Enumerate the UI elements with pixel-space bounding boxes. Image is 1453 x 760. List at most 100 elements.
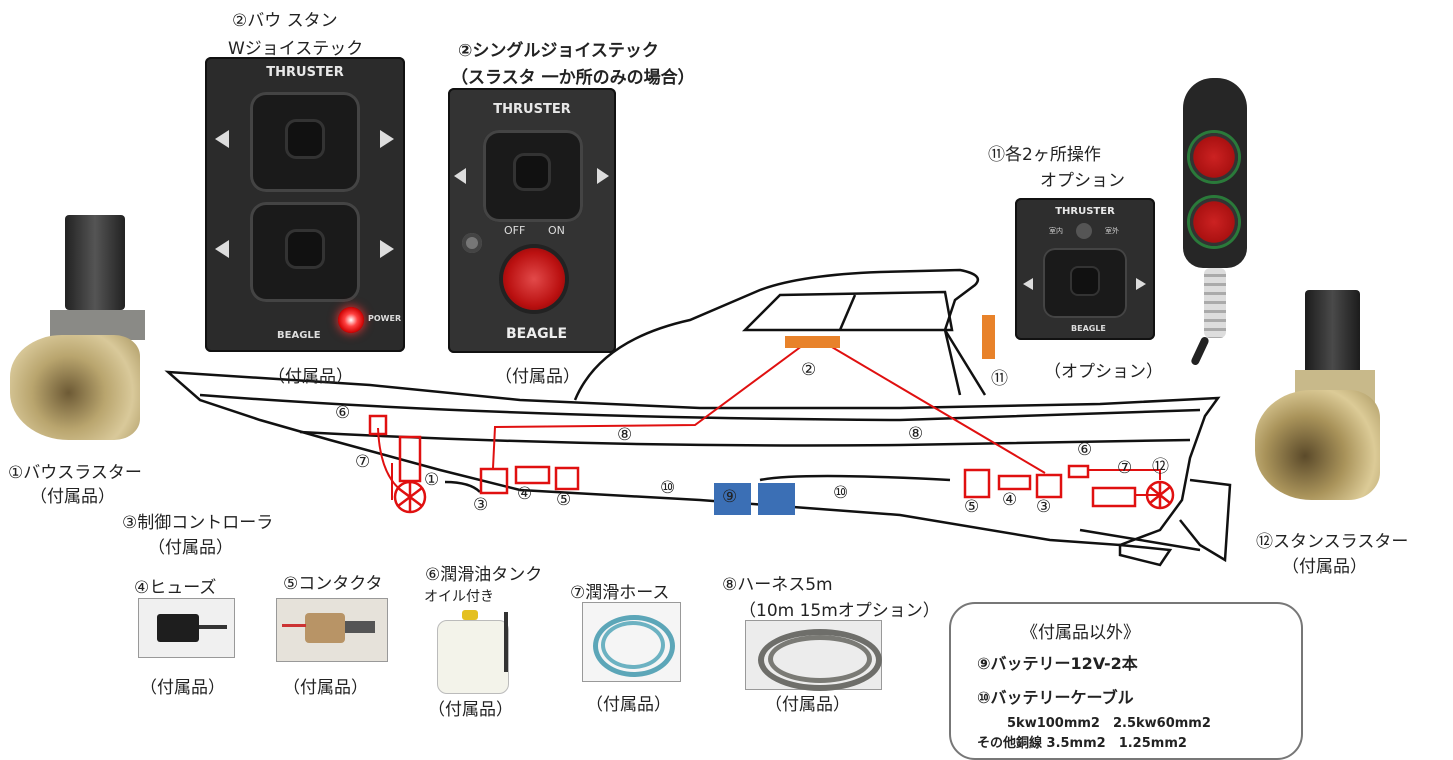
arrow-left-icon [454,168,466,184]
beagle-logo: BEAGLE [277,330,321,341]
non-included-legend: 《付属品以外》 ⑨バッテリー12V-2本 ⑩バッテリーケーブル 5kw100mm… [949,602,1303,760]
single-joystick-sub: （スラスタ 一か所のみの場合） [451,68,695,88]
controller-sub: （付属品） [148,538,233,558]
bow-propeller [393,480,427,514]
fuse-image [138,598,235,658]
legend-cable: ⑩バッテリーケーブル [977,688,1134,707]
outdoor-label: 室外 [1105,227,1119,235]
legend-cable-spec1: 5kw100mm2 2.5kw60mm2 [1007,716,1211,731]
lube-tank-sub: （付属品） [428,700,513,720]
marker-8-stern: ⑧ [908,424,924,444]
controller-label: ③制御コントローラ [122,513,274,533]
stern-thruster-image [1255,290,1390,515]
legend-battery: ⑨バッテリー12V-2本 [977,654,1138,673]
option-panel[interactable]: THRUSTER 室内 室外 BEAGLE [1015,198,1155,340]
marker-7-stern: ⑦ [1117,458,1133,478]
marker-5-stern: ⑤ [964,497,980,517]
harness-label: ⑧ハーネス5m [722,575,833,595]
contactor-stern [963,468,991,499]
key-switch[interactable] [462,233,482,253]
single-joystick-panel[interactable]: THRUSTER OFF ON BEAGLE [448,88,616,353]
fuse-stern [997,474,1032,491]
beagle-logo: BEAGLE [1071,324,1106,333]
controller-stern [1035,473,1063,499]
fuse-label: ④ヒューズ [134,578,217,598]
marker-1: ① [424,470,440,490]
dual-station-title: ⑪各2ヶ所操作 [988,145,1101,165]
legend-cable-spec2: その他銅線 3.5mm2 1.25mm2 [977,736,1187,751]
power-led [338,307,364,333]
indoor-label: 室内 [1049,227,1063,235]
off-label: OFF [504,224,526,237]
w-joystick-title2: Wジョイステック [228,39,364,59]
lube-hose-label: ⑦潤滑ホース [570,583,670,603]
contactor-image [276,598,388,662]
stern-box [1091,486,1137,508]
w-panel-title: THRUSTER [266,65,344,80]
remote-pendant-image [1178,78,1253,368]
marker-7-bow: ⑦ [355,452,371,472]
arrow-right-icon [380,240,394,258]
marker-6-stern: ⑥ [1077,440,1093,460]
lube-tank-stern [1067,464,1090,479]
w-panel-sub: （付属品） [268,367,353,387]
contactor-bow [554,466,580,491]
bow-thruster-image [10,215,160,445]
arrow-left-icon [215,130,229,148]
marker-11: ⑪ [991,369,1008,389]
option-panel-title: THRUSTER [1055,206,1115,217]
arrow-right-icon [597,168,609,184]
component-boxes [368,414,1137,508]
stern-thruster-label: ⑫スタンスラスター [1256,532,1409,552]
lube-tank-label: ⑥潤滑油タンク [425,565,543,585]
hose-stern [1087,469,1161,480]
contactor-sub: （付属品） [283,678,368,698]
marker-9: ⑨ [722,487,738,507]
lube-tank-bow [368,414,388,436]
marker-4-stern: ④ [1002,490,1018,510]
single-joystick-title: ②シングルジョイステック [458,41,659,61]
power-switch-knob[interactable] [503,248,565,310]
joystick-lower[interactable] [250,202,360,302]
battery-1 [714,483,751,515]
w-joystick-title: ②バウ スタン [232,11,338,31]
selector-knob[interactable] [1076,223,1092,239]
marker-6-bow: ⑥ [335,403,351,423]
option-panel-sub: （オプション） [1044,362,1163,382]
single-panel-sub: （付属品） [495,367,580,387]
harness-wire-bow [492,339,811,469]
marker-12: ⑫ [1152,457,1169,477]
arrow-left-icon [1023,278,1033,290]
power-label: POWER [368,314,402,323]
bow-thruster-sub: （付属品） [30,487,115,507]
bow-thruster-label: ①バウスラスター [8,463,142,483]
harness-wire-stern [819,339,1046,474]
battery-2 [758,483,795,515]
arrow-left-icon [215,240,229,258]
harness-image [745,620,882,691]
marker-4-bow: ④ [517,484,533,504]
w-joystick-panel[interactable]: THRUSTER POWER BEAGLE [205,57,405,352]
marker-10-left: ⑩ [660,478,676,498]
stern-thruster-sub: （付属品） [1282,557,1367,577]
single-panel-title: THRUSTER [493,102,571,117]
lube-tank-image [432,610,517,695]
marker-10-right: ⑩ [833,483,849,503]
harness-sub: （付属品） [765,695,850,715]
joystick-upper[interactable] [250,92,360,192]
marker-3-bow: ③ [473,495,489,515]
lube-hose-sub: （付属品） [586,695,671,715]
fuse-sub: （付属品） [140,678,225,698]
lube-hose-image [582,602,681,682]
joystick-single[interactable] [483,130,583,222]
marker-8-bow: ⑧ [617,425,633,445]
dual-station-sub: オプション [1040,171,1125,191]
arrow-right-icon [380,130,394,148]
stern-propeller [1145,480,1175,510]
marker-2: ② [801,360,817,380]
marker-3-stern: ③ [1036,497,1052,517]
contactor-label: ⑤コンタクタ [283,574,383,594]
controller-bow [479,467,509,495]
joystick-option[interactable] [1043,248,1127,318]
